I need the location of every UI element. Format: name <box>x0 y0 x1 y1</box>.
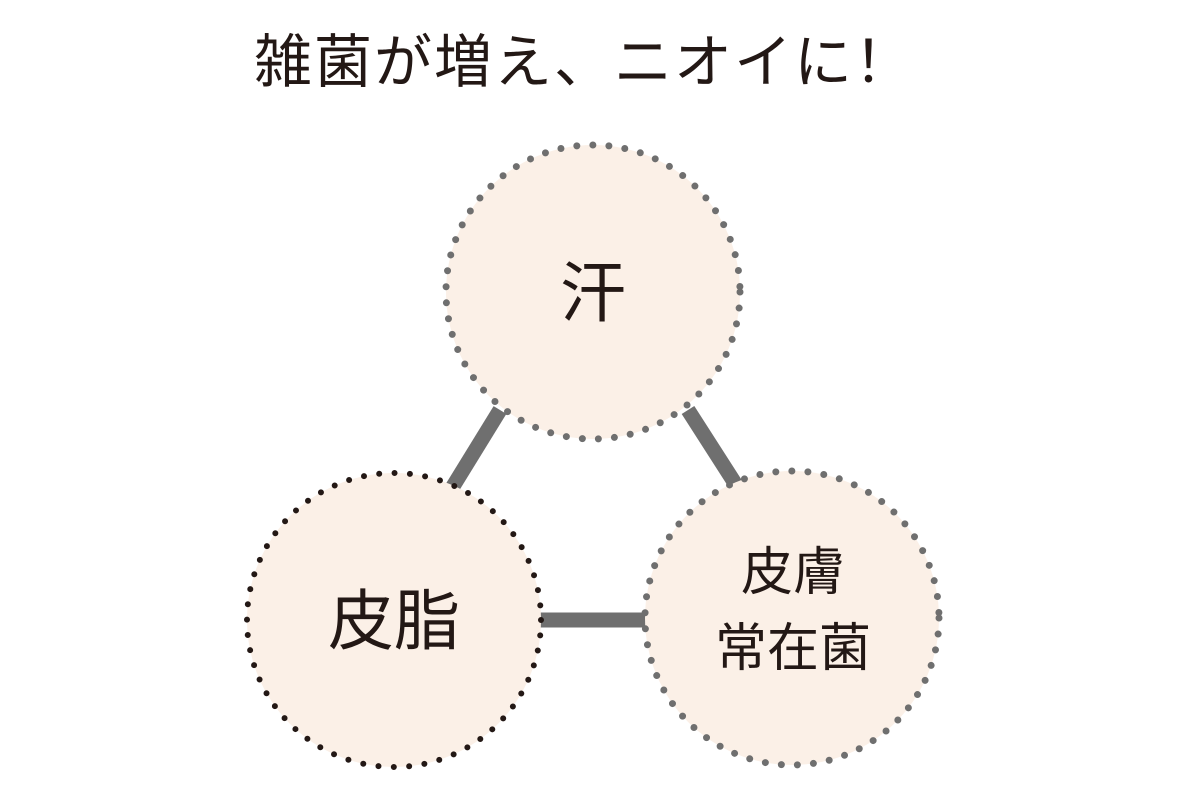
connectors <box>445 405 745 628</box>
node-flora-circle <box>641 467 943 769</box>
connector-sweat-flora <box>681 405 745 493</box>
diagram-title: 雑菌が増え、ニオイに！ <box>254 28 914 96</box>
node-flora-label-line2: 常在菌 <box>715 619 871 679</box>
connector-sweat-sebum <box>445 406 507 492</box>
node-sebum-label: 皮脂 <box>328 583 460 660</box>
node-sebum: 皮脂 <box>244 470 544 770</box>
node-sweat: 汗 <box>442 141 744 443</box>
node-flora: 皮膚 常在菌 <box>641 467 943 769</box>
node-sebum-circle <box>244 470 544 770</box>
node-sweat-circle <box>442 141 744 443</box>
node-sweat-label: 汗 <box>560 255 626 332</box>
node-flora-label-line1: 皮膚 <box>741 543 845 603</box>
